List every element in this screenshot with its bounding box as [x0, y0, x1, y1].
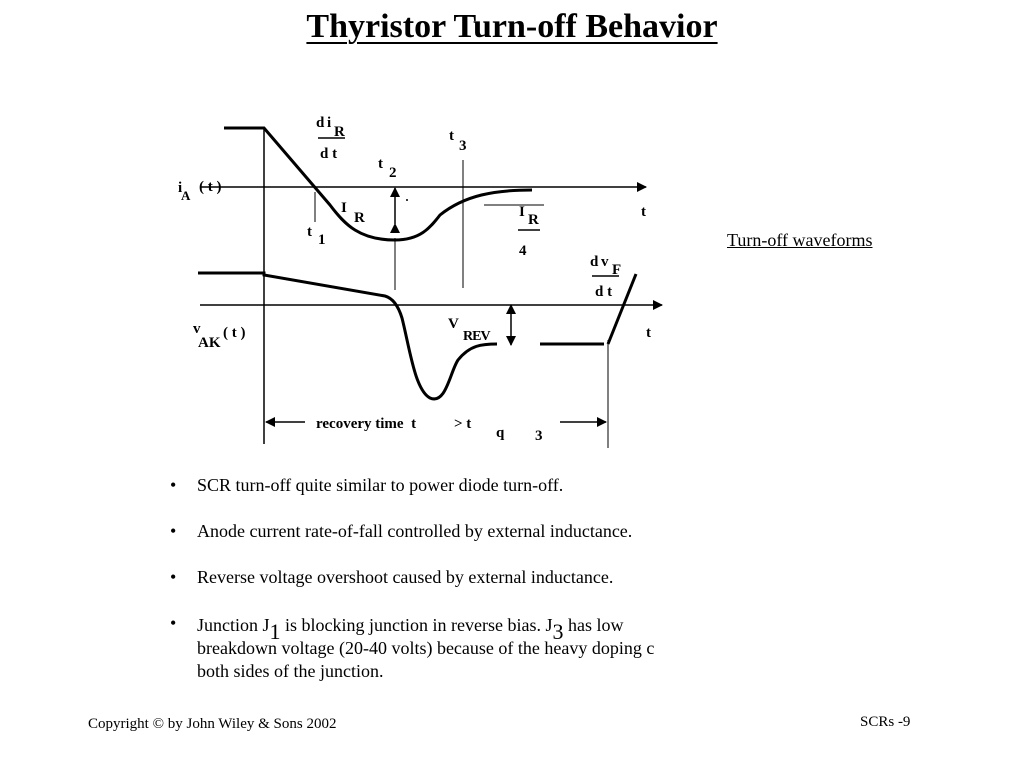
dv-dt-num-d: d — [590, 254, 599, 270]
bullet-item: • Reverse voltage overshoot caused by ex… — [170, 566, 790, 589]
junction-subscript: 1 — [269, 619, 281, 644]
reverse-voltage-main: V — [448, 316, 459, 332]
reverse-peak-current-sub: R — [354, 210, 365, 226]
reverse-peak-current-main: I — [341, 200, 347, 216]
current-label-arg: ( t ) — [199, 179, 222, 195]
bullet-text-part: Junction J — [197, 615, 270, 635]
voltage-label-arg: ( t ) — [223, 325, 246, 341]
bullet-marker: • — [170, 475, 177, 495]
bullet-list: • SCR turn-off quite similar to power di… — [170, 474, 790, 706]
bullet-text: Reverse voltage overshoot caused by exte… — [197, 567, 614, 587]
bullet-text: Anode current rate-of-fall controlled by… — [197, 521, 633, 541]
turn-off-waveform-diagram: d i R d t i A ( t ) t t 1 t 2 t 3 I R I … — [178, 115, 663, 448]
bullet-text-part: has low — [563, 615, 624, 635]
di-dt-num-d: d — [316, 115, 325, 131]
quarter-current-den: 4 — [519, 243, 527, 259]
forward-voltage-reapplied-trace — [606, 273, 638, 345]
bullet-item: • Anode current rate-of-fall controlled … — [170, 520, 790, 543]
slide-title-text: Thyristor Turn-off Behavior — [306, 8, 718, 45]
t2-label-sub: 2 — [389, 165, 397, 181]
quarter-current-num-sub: R — [528, 212, 539, 228]
t2-label-main: t — [378, 156, 383, 172]
t3-label-sub: 3 — [459, 138, 467, 154]
dv-dt-den: d t — [595, 284, 612, 300]
quarter-current-num-main: I — [519, 204, 525, 220]
di-dt-num-var: i — [327, 115, 331, 131]
bullet-marker: • — [170, 613, 177, 633]
bullet-line: both sides of the junction. — [197, 661, 384, 681]
bullet-item: • SCR turn-off quite similar to power di… — [170, 474, 790, 497]
t1-label-main: t — [307, 224, 312, 240]
anode-current-trace — [224, 126, 533, 242]
bullet-marker: • — [170, 567, 177, 587]
dv-dt-num-sub: F — [612, 262, 621, 278]
bullet-text-part: is blocking junction in reverse bias. J — [280, 615, 553, 635]
anode-cathode-voltage-trace — [198, 271, 498, 401]
voltage-label-sub: AK — [198, 335, 221, 351]
current-label-sub: A — [181, 188, 191, 203]
voltage-label-main: v — [193, 321, 201, 337]
copyright-footer: Copyright © by John Wiley & Sons 2002 — [88, 716, 337, 732]
t1-label-sub: 1 — [318, 232, 326, 248]
dv-dt-num-var: v — [601, 254, 609, 270]
voltage-time-axis-label: t — [646, 325, 651, 341]
bullet-marker: • — [170, 521, 177, 541]
t3-label-main: t — [449, 128, 454, 144]
recovery-time-label: recovery time t — [316, 416, 416, 432]
bullet-line: Junction J1 is blocking junction in reve… — [197, 612, 790, 643]
figure-caption: Turn-off waveforms — [727, 230, 873, 250]
bullet-line: breakdown voltage (20-40 volts) because … — [197, 638, 655, 658]
recovery-time-q-sub: q — [496, 425, 505, 441]
junction-subscript: 3 — [552, 619, 564, 644]
reverse-voltage-sub: REV — [463, 329, 490, 344]
slide-title: Thyristor Turn-off Behavior — [0, 8, 1024, 46]
bullet-text: SCR turn-off quite similar to power diod… — [197, 475, 564, 495]
current-trace-dot — [406, 199, 408, 201]
page-number: SCRs -9 — [860, 714, 911, 730]
bullet-item: • Junction J1 is blocking junction in re… — [170, 612, 790, 683]
recovery-time-gt: > t — [454, 416, 471, 432]
current-label-main: i — [178, 180, 182, 196]
di-dt-num-sub: R — [334, 124, 345, 140]
recovery-time-t3-sub: 3 — [535, 428, 543, 444]
di-dt-den: d t — [320, 146, 337, 162]
current-time-axis-label: t — [641, 204, 646, 220]
